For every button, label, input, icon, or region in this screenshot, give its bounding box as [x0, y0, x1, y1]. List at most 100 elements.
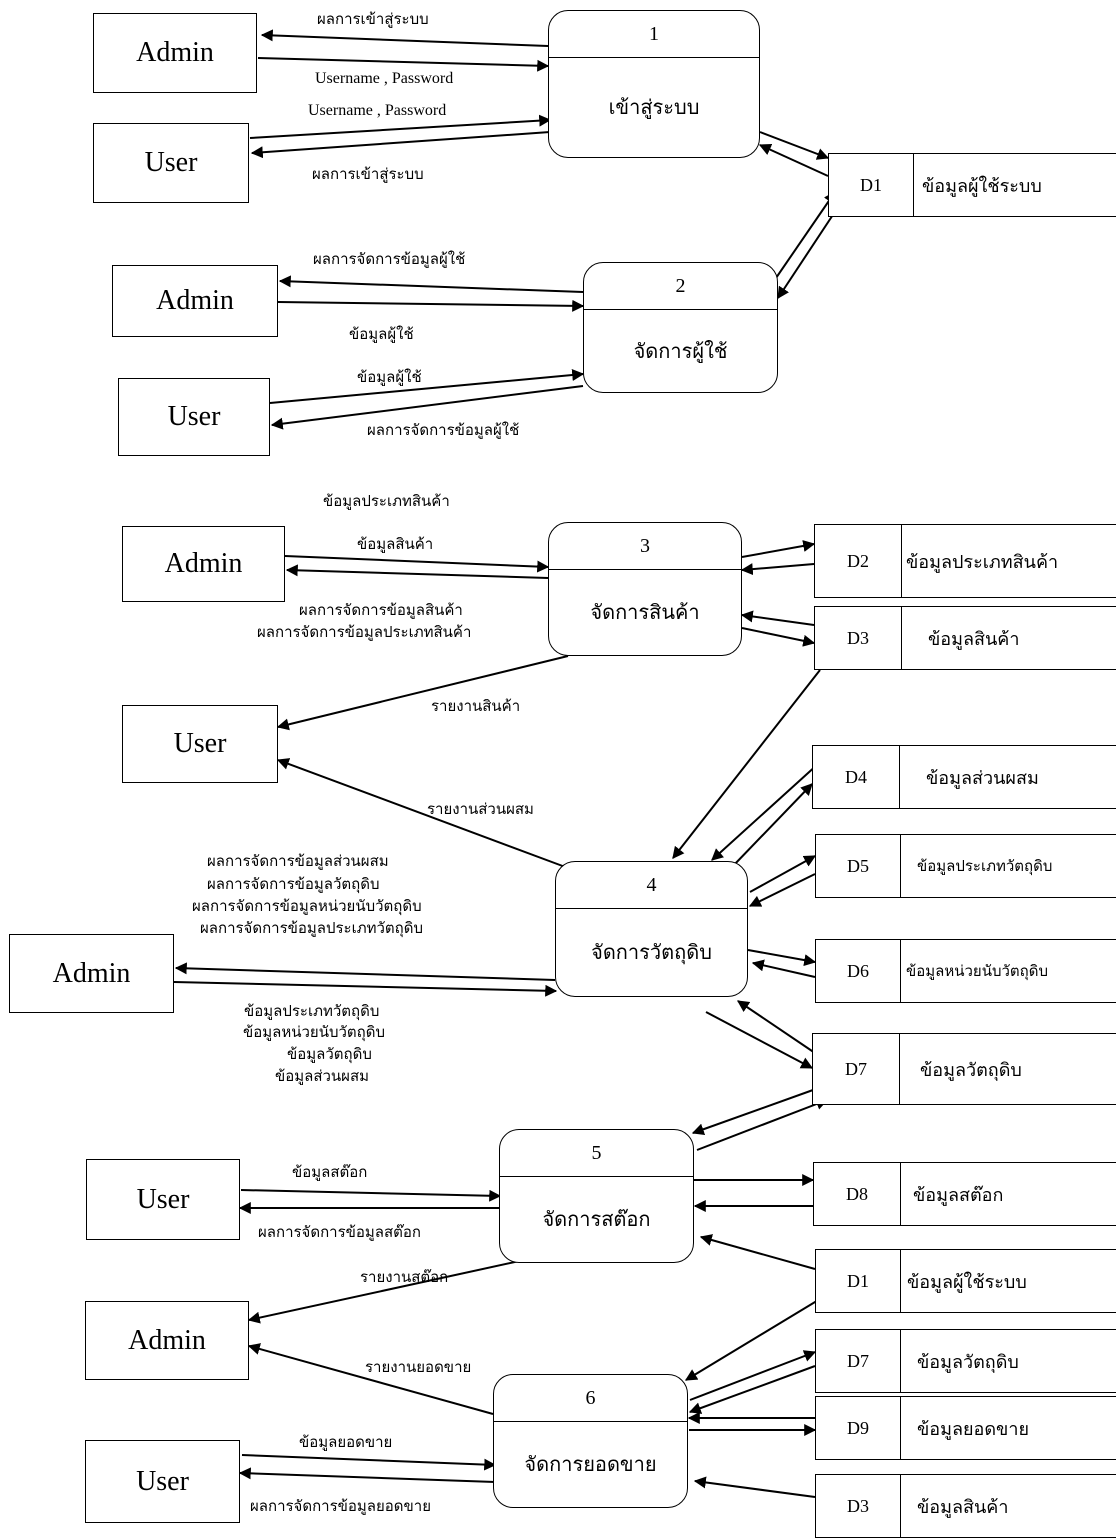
store-d7-name: ข้อมูลวัตถุดิบ	[920, 1059, 1022, 1081]
flow-p5-to-admin	[247, 1259, 525, 1324]
store-d7-bottom: D7 ข้อมูลวัตถุดิบ	[815, 1329, 1116, 1393]
process-4: 4 จัดการวัตถุดิบ	[555, 861, 748, 997]
process-5-number: 5	[500, 1130, 693, 1177]
store-d1-bottom-id: D1	[815, 1250, 901, 1312]
flow-p1-to-d1	[759, 131, 830, 160]
label-product-type-data: ข้อมูลประเภทสินค้า	[323, 492, 450, 510]
store-d9-name: ข้อมูลยอดขาย	[917, 1418, 1030, 1440]
store-d4-name: ข้อมูลส่วนผสม	[926, 767, 1039, 789]
store-d2: D2 ข้อมูลประเภทสินค้า	[814, 524, 1116, 598]
store-d9: D9 ข้อมูลยอดขาย	[815, 1396, 1116, 1460]
label-ingredient-report: รายงานส่วนผสม	[427, 800, 534, 818]
label-sales-manage-result: ผลการจัดการข้อมูลยอดขาย	[250, 1497, 431, 1515]
flow-p4-to-user	[276, 758, 569, 869]
label-product-manage-result: ผลการจัดการข้อมูลสินค้า	[299, 601, 463, 619]
store-d3-bottom-name: ข้อมูลสินค้า	[917, 1496, 1009, 1518]
entity-user-3: User	[122, 705, 278, 783]
label-material-manage-result: ผลการจัดการข้อมูลวัตถุดิบ	[207, 875, 380, 893]
label-product-data: ข้อมูลสินค้า	[357, 535, 434, 553]
process-2: 2 จัดการผู้ใช้	[583, 262, 778, 393]
process-3-number: 3	[549, 523, 741, 570]
store-d2-name: ข้อมูลประเภทสินค้า	[906, 551, 1059, 573]
label-stock-report: รายงานสต๊อก	[360, 1268, 449, 1286]
flow-p3-to-d3	[741, 627, 816, 647]
flow-d1-to-p1	[758, 144, 829, 177]
label-user-manage-result-user: ผลการจัดการข้อมูลผู้ใช้	[367, 421, 520, 439]
store-d5-id: D5	[815, 835, 901, 897]
process-5-name: จัดการสต๊อก	[542, 1207, 651, 1231]
store-d7-bottom-name: ข้อมูลวัตถุดิบ	[917, 1351, 1019, 1373]
process-5: 5 จัดการสต๊อก	[499, 1129, 694, 1263]
label-login-result-admin: ผลการเข้าสู่ระบบ	[317, 10, 429, 28]
process-1-number: 1	[549, 11, 759, 58]
entity-admin-5: Admin	[85, 1301, 249, 1380]
store-d1-name: ข้อมูลผู้ใช้ระบบ	[922, 175, 1042, 197]
process-4-number: 4	[556, 862, 747, 909]
flow-p2-to-admin	[278, 275, 584, 293]
store-d5-name: ข้อมูลประเภทวัตถุดิบ	[917, 857, 1053, 875]
process-1: 1 เข้าสู่ระบบ	[548, 10, 760, 158]
store-d6-id: D6	[815, 940, 901, 1002]
flow-d1-to-p6	[684, 1298, 821, 1381]
label-user-manage-result-admin: ผลการจัดการข้อมูลผู้ใช้	[313, 250, 466, 268]
flow-p1-to-admin	[260, 29, 549, 47]
store-d4-id: D4	[812, 746, 900, 808]
flow-d3-to-p3	[740, 610, 815, 626]
flow-d2-to-p3	[740, 563, 815, 576]
flow-p5-to-d7	[696, 1098, 829, 1151]
flow-d6-to-p4	[751, 959, 816, 978]
label-material-data: ข้อมูลวัตถุดิบ	[287, 1045, 372, 1063]
flow-d3-to-p6	[693, 1476, 816, 1498]
flow-user-to-p2	[269, 369, 585, 404]
label-sales-data: ข้อมูลยอดขาย	[299, 1433, 393, 1451]
label-ingredient-manage-result: ผลการจัดการข้อมูลส่วนผสม	[207, 852, 389, 870]
flow-user-to-p6	[241, 1454, 497, 1471]
entity-user-1: User	[93, 123, 249, 203]
flow-p3-to-admin	[285, 564, 549, 579]
flow-d3-to-p4	[672, 669, 821, 859]
label-material-unit-data: ข้อมูลหน่วยนับวัตถุดิบ	[243, 1023, 385, 1041]
process-6-name: จัดการยอดขาย	[524, 1452, 657, 1476]
flow-d7-to-p4	[737, 1000, 816, 1054]
process-1-name: เข้าสู่ระบบ	[608, 95, 700, 119]
flow-p3-to-user	[276, 655, 569, 731]
flow-admin-to-p2	[277, 299, 585, 312]
store-d2-id: D2	[814, 525, 902, 597]
label-material-type-data: ข้อมูลประเภทวัตถุดิบ	[244, 1002, 380, 1020]
entity-admin-1: Admin	[93, 13, 257, 93]
label-product-report: รายงานสินค้า	[431, 697, 521, 715]
flow-admin-to-p1	[257, 57, 550, 72]
store-d3-bottom-id: D3	[815, 1475, 901, 1537]
store-d8-name: ข้อมูลสต๊อก	[913, 1184, 1004, 1206]
flow-admin-to-p4	[173, 981, 558, 997]
process-4-name: จัดการวัตถุดิบ	[591, 940, 712, 964]
flow-d1-to-p5	[699, 1234, 816, 1270]
store-d8: D8 ข้อมูลสต๊อก	[813, 1162, 1116, 1226]
process-2-number: 2	[584, 263, 777, 310]
label-user-data-user: ข้อมูลผู้ใช้	[357, 368, 422, 386]
flow-p6-to-d7	[689, 1350, 817, 1401]
entity-user-4: User	[86, 1159, 240, 1240]
process-2-name: จัดการผู้ใช้	[633, 338, 728, 363]
store-d3-top: D3 ข้อมูลสินค้า	[814, 606, 1116, 670]
label-ingredient-data: ข้อมูลส่วนผสม	[275, 1067, 370, 1085]
flow-d4-to-p4	[711, 763, 819, 861]
store-d5: D5 ข้อมูลประเภทวัตถุดิบ	[815, 834, 1116, 898]
label-sales-report: รายงานยอดขาย	[365, 1358, 472, 1376]
label-material-unit-manage-result: ผลการจัดการข้อมูลหน่วยนับวัตถุดิบ	[192, 897, 422, 915]
flow-p2-to-d1	[775, 191, 836, 279]
flow-d5-to-p4	[748, 873, 816, 907]
entity-admin-4: Admin	[9, 934, 174, 1013]
store-d7-bottom-id: D7	[815, 1330, 901, 1392]
store-d9-id: D9	[815, 1397, 901, 1459]
store-d1-top: D1 ข้อมูลผู้ใช้ระบบ	[828, 153, 1116, 217]
flow-p4-to-d5	[749, 855, 817, 893]
store-d1-bottom: D1 ข้อมูลผู้ใช้ระบบ	[815, 1249, 1116, 1313]
flow-d7-to-p5	[691, 1089, 814, 1136]
flow-user-to-p5	[240, 1189, 502, 1202]
label-product-type-manage-result: ผลการจัดการข้อมูลประเภทสินค้า	[257, 623, 472, 641]
flow-p1-to-user	[250, 131, 551, 159]
store-d4: D4 ข้อมูลส่วนผสม	[812, 745, 1116, 809]
store-d3-bottom: D3 ข้อมูลสินค้า	[815, 1474, 1116, 1538]
store-d3-name: ข้อมูลสินค้า	[928, 628, 1020, 650]
